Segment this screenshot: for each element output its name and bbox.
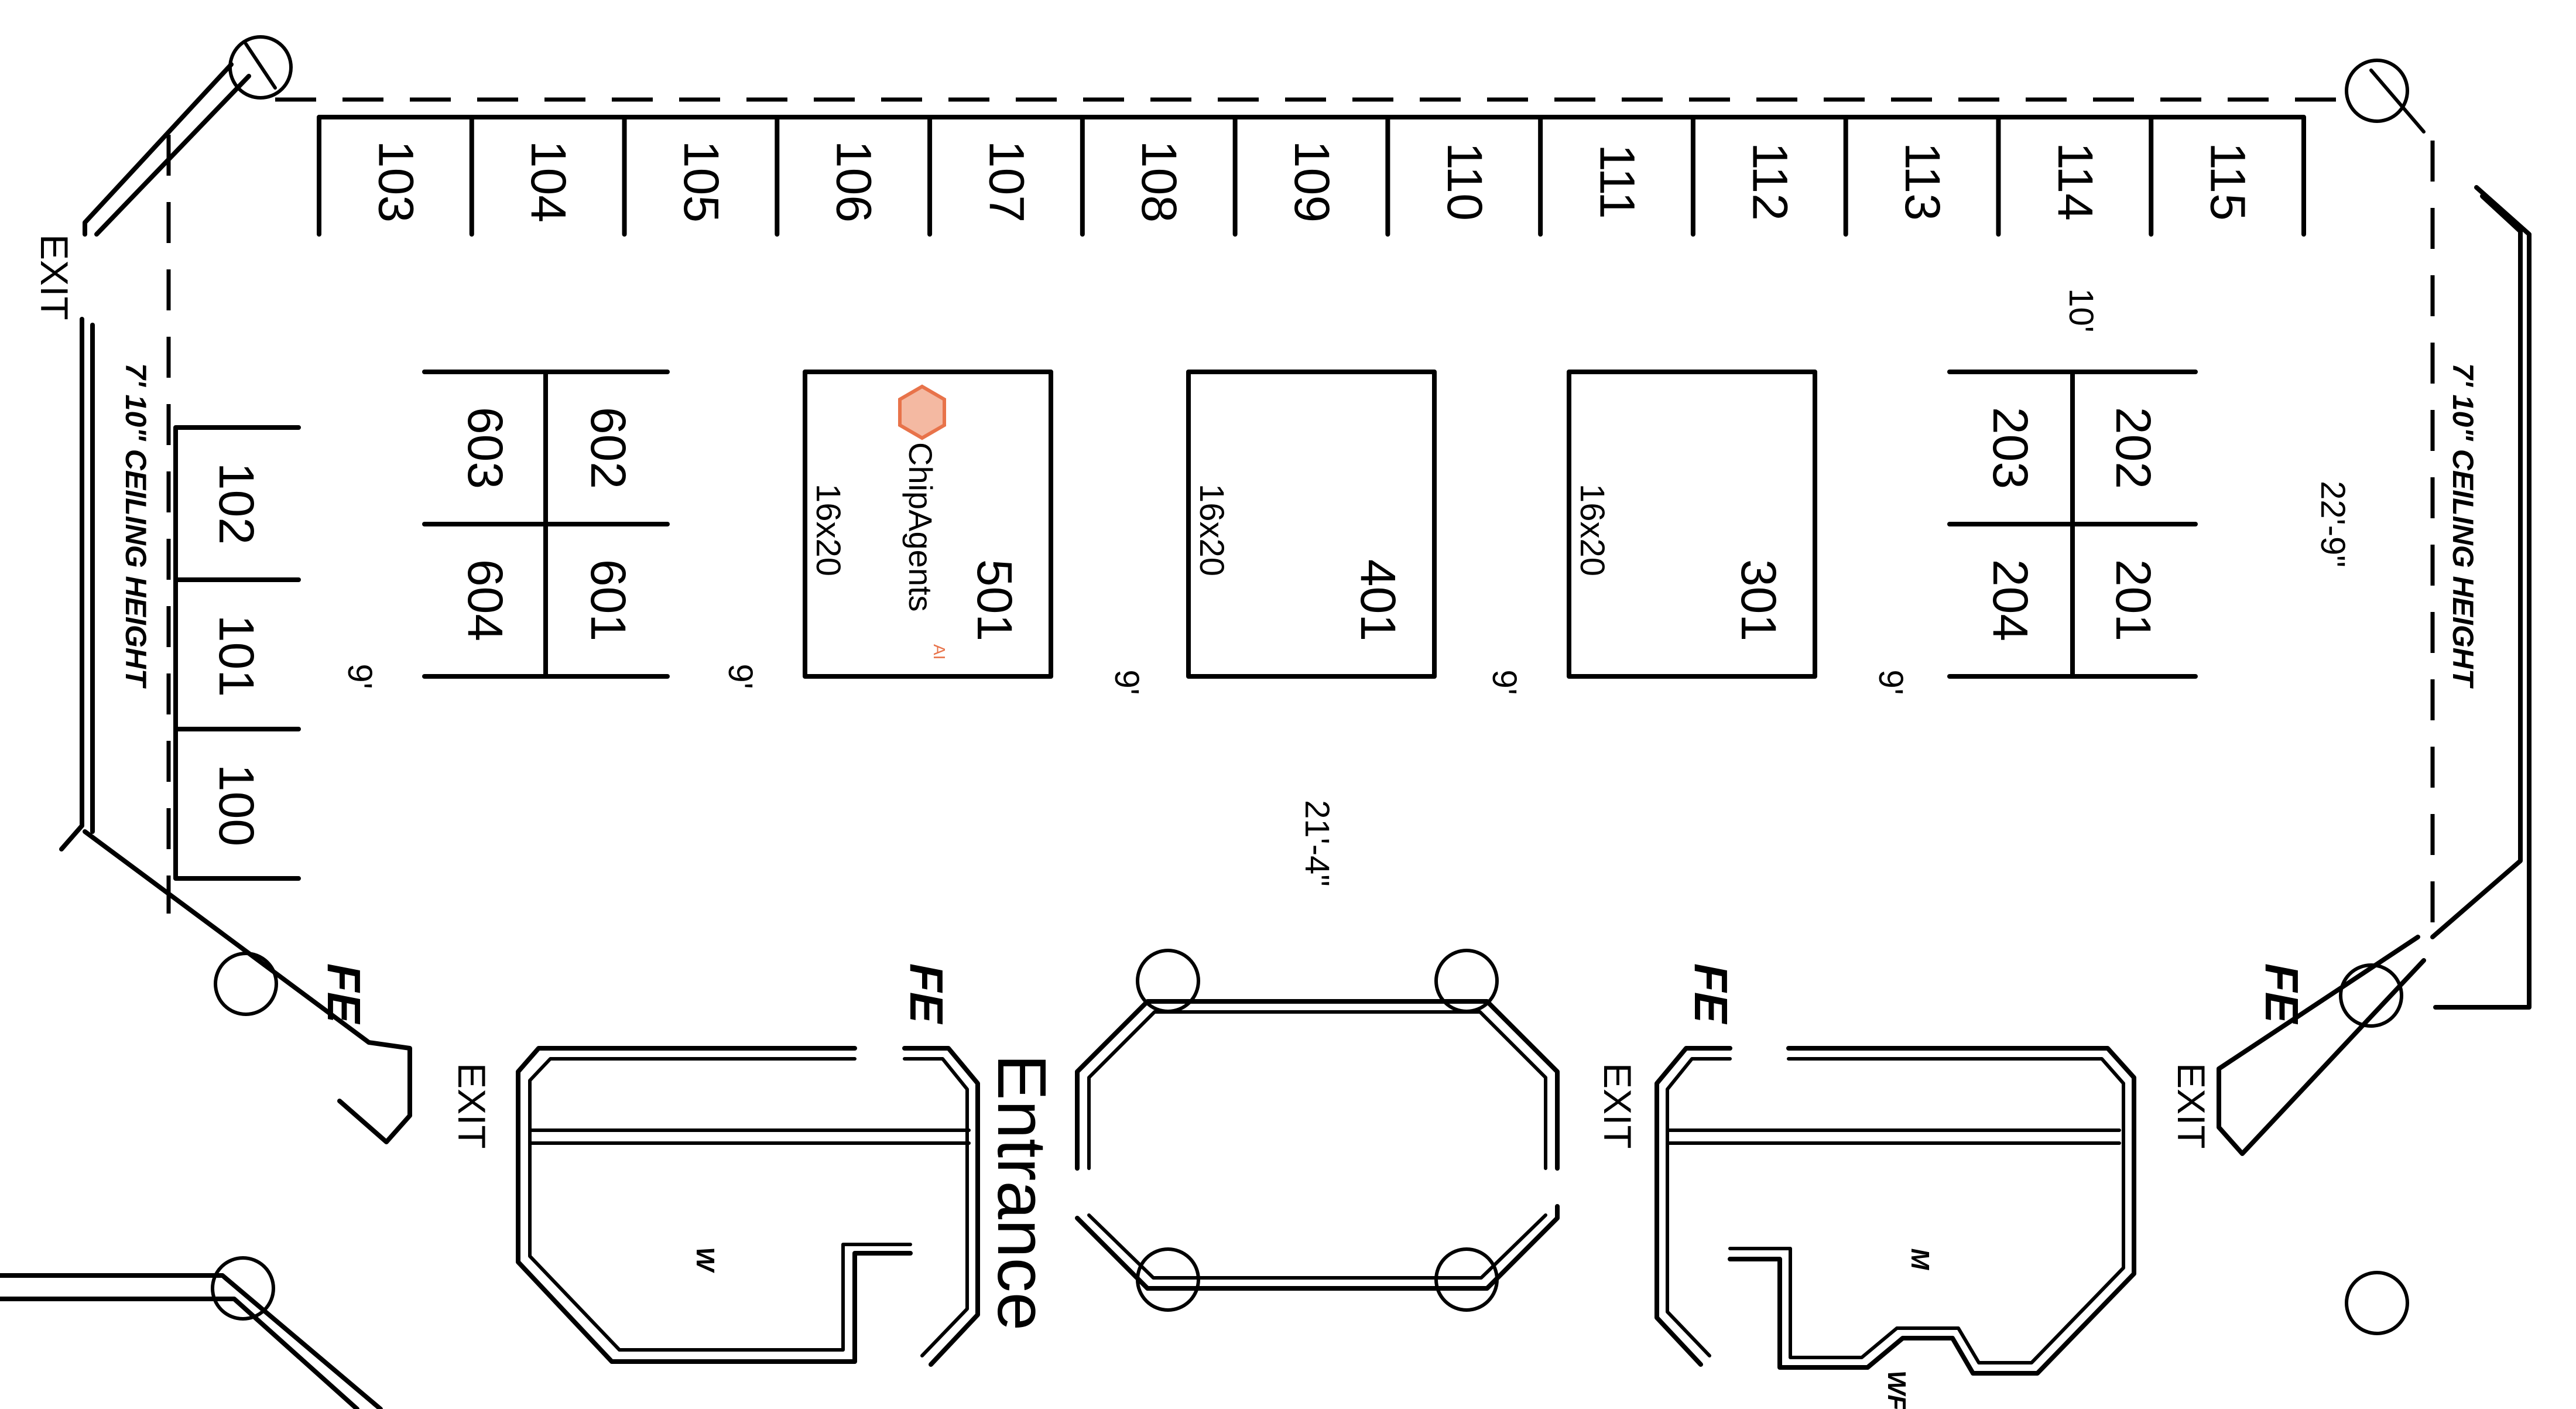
booth-size-401: 16x20 bbox=[1193, 484, 1231, 576]
right-dimension: 22'-9" bbox=[2314, 481, 2352, 567]
column bbox=[2339, 963, 2403, 1028]
booth-107[interactable]: 107 bbox=[979, 141, 1034, 223]
island-401[interactable]: 401 16x20 bbox=[1186, 370, 1437, 679]
column bbox=[2345, 59, 2409, 123]
column bbox=[2345, 1271, 2409, 1335]
entrance-label[interactable]: Entrance bbox=[983, 1054, 1060, 1331]
booth-602[interactable]: 602 bbox=[581, 407, 636, 489]
booth-110[interactable]: 110 bbox=[1437, 142, 1492, 221]
booth-501[interactable]: 501 bbox=[967, 559, 1022, 641]
exit-label[interactable]: EXIT bbox=[450, 1063, 494, 1149]
fire-extinguishers: FE FE FE FE bbox=[318, 963, 2308, 1025]
exit-labels: EXIT EXIT EXIT EXIT bbox=[33, 234, 2213, 1149]
aisle-dimension: 9' bbox=[1872, 669, 1910, 695]
booth-105[interactable]: 105 bbox=[674, 141, 729, 223]
booth-401[interactable]: 401 bbox=[1351, 559, 1406, 641]
top-booth-row: 103 104 105 106 107 108 109 110 111 112 113 114 115 bbox=[317, 115, 2306, 237]
aisle-dimension: 9' bbox=[721, 664, 759, 689]
ceiling-height-right: 7' 10" CEILING HEIGHT bbox=[2447, 363, 2479, 689]
columns bbox=[211, 35, 2426, 1335]
booth-111[interactable]: 111 bbox=[1590, 144, 1645, 219]
restroom-men-label: M bbox=[1906, 1249, 1934, 1271]
booth-112[interactable]: 112 bbox=[1742, 142, 1797, 221]
fire-extinguisher-icon: FE bbox=[2256, 963, 2308, 1025]
booth-109[interactable]: 109 bbox=[1284, 141, 1340, 223]
logo-name: ChipAgents bbox=[902, 442, 939, 612]
booth-106[interactable]: 106 bbox=[827, 141, 882, 223]
booth-203[interactable]: 203 bbox=[1983, 407, 2038, 489]
island-301[interactable]: 301 16x20 bbox=[1567, 370, 1817, 679]
restroom-women-label: W bbox=[691, 1247, 720, 1273]
dimension-labels: 9' 9' 9' 9' 9' 10' 21'-4" 22'-9" bbox=[341, 288, 2352, 887]
restroom-family-label: WF bbox=[1882, 1370, 1911, 1409]
left-booth-row: 102 101 100 bbox=[173, 425, 301, 881]
booth-204[interactable]: 204 bbox=[1983, 559, 2038, 641]
booth-113[interactable]: 113 bbox=[1895, 142, 1950, 221]
restroom-men: M WF bbox=[1654, 1046, 2136, 1409]
booth-size-301: 16x20 bbox=[1573, 484, 1611, 576]
column bbox=[211, 1256, 275, 1321]
booth-size-501: 16x20 bbox=[809, 484, 847, 576]
island-501[interactable]: 501 16x20 ChipAgents AI bbox=[803, 370, 1053, 679]
outer-dashed-walls bbox=[166, 97, 2435, 937]
booth-103[interactable]: 103 bbox=[368, 141, 423, 223]
booth-100[interactable]: 100 bbox=[209, 764, 264, 846]
booth-201[interactable]: 201 bbox=[2106, 559, 2161, 641]
aisle-dimension: 9' bbox=[341, 664, 379, 689]
top-gap-dimension: 10' bbox=[2062, 288, 2100, 333]
booth-301[interactable]: 301 bbox=[1731, 559, 1786, 641]
hexagon-logo-icon bbox=[898, 384, 946, 440]
island-600: 603 602 604 601 bbox=[422, 370, 670, 679]
exit-label[interactable]: EXIT bbox=[33, 234, 76, 320]
column bbox=[228, 35, 293, 100]
aisle-dimension: 9' bbox=[1485, 669, 1523, 695]
booth-115[interactable]: 115 bbox=[2201, 142, 2256, 221]
exit-label[interactable]: EXIT bbox=[1596, 1063, 1639, 1149]
fire-extinguisher-icon: FE bbox=[318, 963, 370, 1025]
corridor-bottom-left bbox=[0, 1273, 383, 1409]
logo-suffix: AI bbox=[930, 644, 948, 659]
exit-label[interactable]: EXIT bbox=[2170, 1063, 2213, 1149]
booth-108[interactable]: 108 bbox=[1132, 141, 1187, 223]
island-200: 203 202 204 201 bbox=[1947, 370, 2198, 679]
aisle-dimension: 9' bbox=[1108, 669, 1146, 695]
booth-603[interactable]: 603 bbox=[458, 407, 513, 489]
chipagents-logo: ChipAgents AI bbox=[898, 384, 948, 659]
booth-202[interactable]: 202 bbox=[2106, 407, 2161, 489]
right-wall bbox=[2217, 185, 2532, 1156]
fire-extinguisher-icon: FE bbox=[1685, 963, 1737, 1025]
booth-114[interactable]: 114 bbox=[2048, 142, 2103, 221]
entrance[interactable]: Entrance bbox=[983, 999, 1560, 1331]
booth-604[interactable]: 604 bbox=[458, 559, 513, 641]
left-wall bbox=[59, 62, 412, 1144]
booth-101[interactable]: 101 bbox=[209, 615, 264, 697]
booth-102[interactable]: 102 bbox=[209, 463, 264, 545]
restroom-women: W bbox=[516, 1046, 980, 1367]
width-dimension: 21'-4" bbox=[1298, 800, 1336, 887]
booth-601[interactable]: 601 bbox=[581, 559, 636, 641]
booth-104[interactable]: 104 bbox=[521, 141, 576, 223]
column bbox=[214, 952, 278, 1016]
fire-extinguisher-icon: FE bbox=[900, 963, 953, 1025]
ceiling-height-left: 7' 10" CEILING HEIGHT bbox=[119, 363, 152, 689]
